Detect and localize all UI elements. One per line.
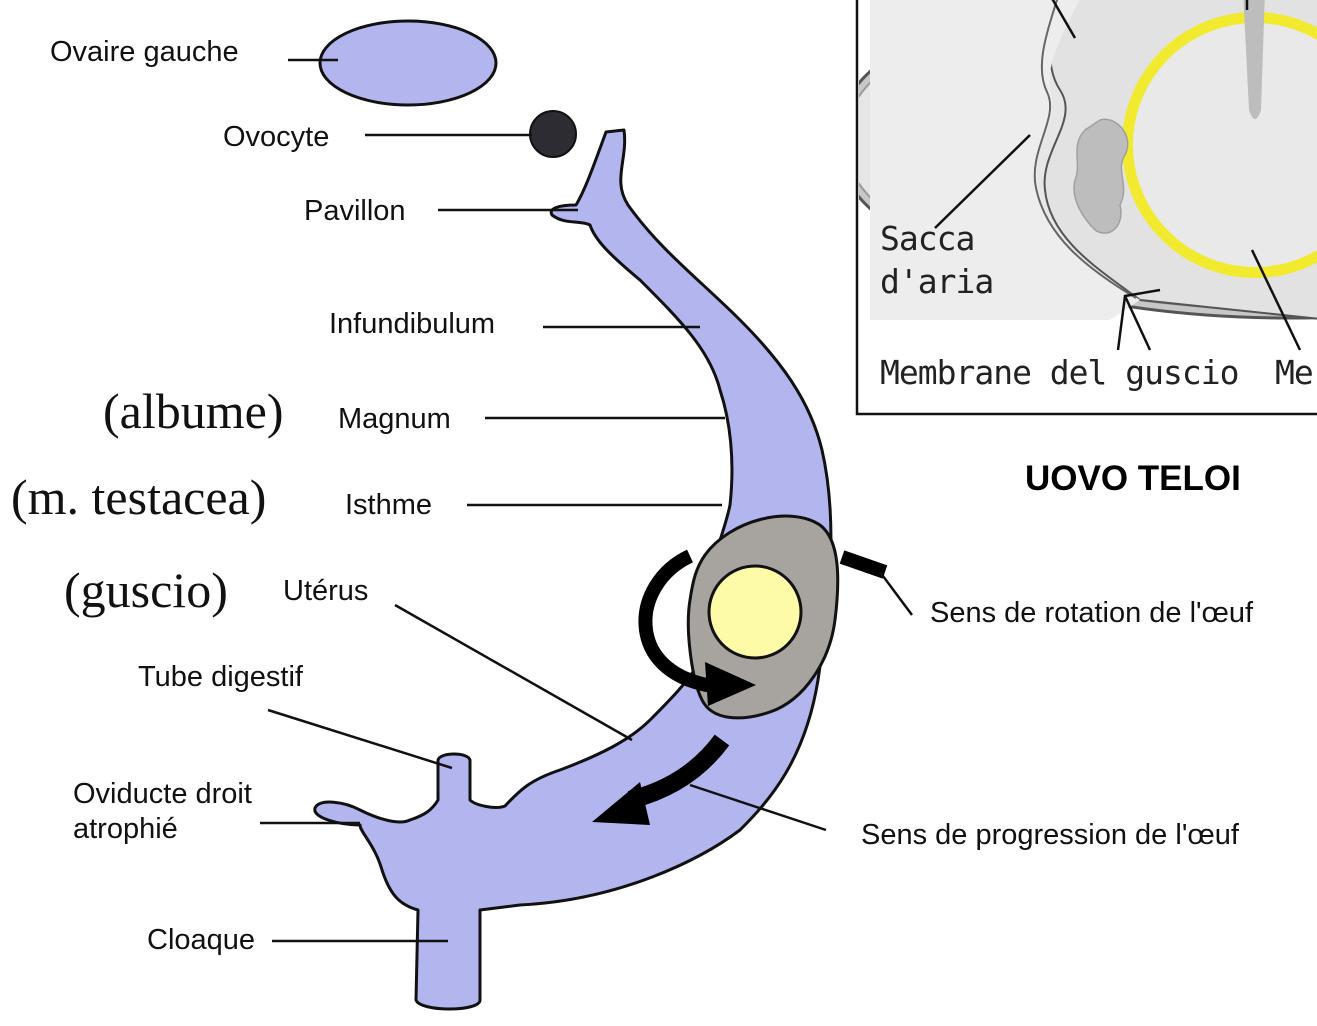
leader-uterus [395,605,632,740]
label-infundibulum: Infundibulum [329,308,495,340]
label-ovocyte: Ovocyte [223,121,329,153]
annotation-guscio: (guscio) [64,562,228,618]
section-title: UOVO TELOI [1025,459,1241,498]
label-tube-digestif: Tube digestif [138,661,304,693]
label-pavillon: Pavillon [304,195,406,227]
label-isthme: Isthme [345,489,432,521]
label-uterus: Utérus [283,575,368,607]
label-rotation: Sens de rotation de l'œuf [930,597,1254,629]
inset-egg-panel: Sacca d'aria Membrane del guscio Me [835,0,1317,414]
inset-label-cut: Me [1275,353,1313,392]
inset-label-sacca-2: d'aria [880,262,993,301]
label-ovaire-gauche: Ovaire gauche [50,36,239,68]
ovocyte [530,111,576,157]
label-oviducte-line1: Oviducte droit [73,778,252,810]
leader-tube-digestif [268,710,452,768]
label-oviducte-line2: atrophié [73,813,178,845]
egg-yolk [709,566,801,658]
label-cloaque: Cloaque [147,924,255,956]
left-ovary [320,21,496,105]
leader-rotation [880,572,912,615]
inset-label-membrane: Membrane del guscio [880,353,1239,392]
inset-label-sacca-1: Sacca [880,219,974,258]
label-progression: Sens de progression de l'œuf [861,819,1240,851]
annotation-testacea: (m. testacea) [11,469,266,525]
label-magnum: Magnum [338,403,451,435]
annotation-albume: (albume) [103,383,283,439]
